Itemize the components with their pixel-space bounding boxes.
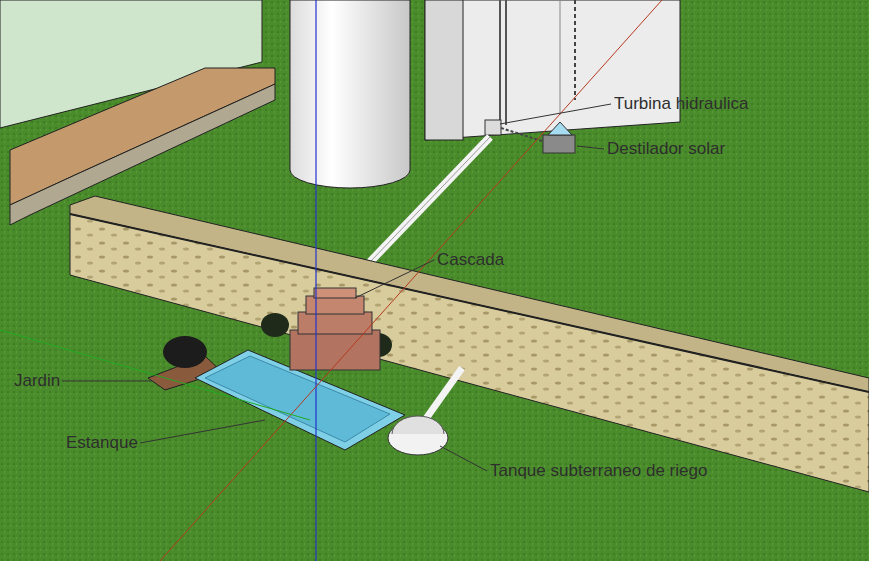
part-label: Estanque: [66, 433, 138, 453]
part-label: Destilador solar: [607, 139, 725, 159]
part-label: Tanque subterraneo de riego: [490, 461, 707, 481]
part-label: Turbina hidraulica: [614, 94, 749, 114]
part-label: Jardin: [14, 371, 60, 391]
part-label: Cascada: [437, 250, 504, 270]
